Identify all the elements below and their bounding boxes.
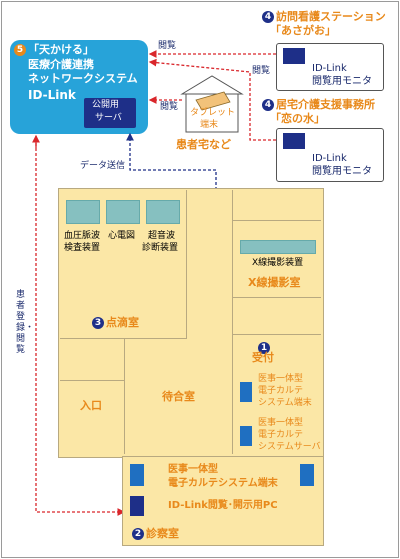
care-title2: 「恋の水」 — [270, 112, 325, 125]
exam-terminal-label2: 電子カルテシステム端末 — [168, 478, 278, 489]
nursing-monitor-box — [276, 43, 384, 91]
drip-num-badge: 3 — [92, 317, 104, 329]
ehr-server-label1: 医事一体型 — [258, 418, 304, 428]
view-label-3: 閲覧 — [160, 102, 179, 112]
entrance-room — [60, 338, 125, 454]
ehr-terminal-label2: 電子カルテ — [258, 386, 304, 396]
exam-terminal-label1: 医事一体型 — [168, 464, 218, 475]
hub-line4: ID-Link — [28, 88, 76, 102]
ehr-terminal-label3: システム端末 — [258, 398, 312, 408]
ecg-device-label: 心電図 — [108, 231, 136, 241]
ultrasound-label1: 超音波 — [148, 231, 176, 241]
right-corridor-wall — [232, 190, 233, 220]
ehr-terminal — [240, 382, 252, 402]
care-num-badge: 4 — [262, 99, 274, 111]
register-label: 患者登録・閲覧 — [16, 290, 35, 355]
entrance-label: 入口 — [80, 399, 102, 412]
hub-line2: 医療介護連携 — [28, 58, 94, 71]
exam-room-name: 診察室 — [146, 527, 179, 540]
exam-pc-label: ID-Link閲覧･開示用PC — [168, 500, 278, 511]
exam-pc — [130, 496, 144, 516]
tablet-label1: タブレット — [190, 108, 236, 118]
ehr-terminal-label1: 医事一体型 — [258, 374, 304, 384]
ecg-device — [106, 200, 140, 224]
care-name: 居宅介護支援事務所 — [276, 98, 375, 111]
drip-room-name: 点滴室 — [106, 316, 139, 329]
nursing-num-badge: 4 — [262, 11, 274, 23]
hub-title: 5「天かける」 — [14, 43, 94, 57]
patient-home-label: 患者宅など — [176, 138, 231, 151]
view-label-1: 閲覧 — [158, 41, 177, 51]
ehr-server — [240, 426, 252, 446]
nursing-name: 訪問看護ステーション — [276, 10, 386, 23]
hub-line3: ネットワークシステム — [28, 72, 138, 85]
reception-num: 1 — [258, 338, 272, 356]
public-server-line1: 公開用 — [92, 100, 120, 110]
data-send-label: データ送信 — [80, 161, 126, 171]
house-icon — [180, 75, 244, 133]
xray-device-label: X線撮影装置 — [252, 258, 304, 268]
bp-device-label1: 血圧脈波 — [64, 231, 101, 241]
reception-room — [232, 334, 321, 454]
hub-line1: 「天かける」 — [28, 43, 94, 56]
xray-device — [240, 240, 316, 254]
ultrasound-label2: 診断装置 — [142, 243, 179, 253]
waiting-room-label: 待合室 — [162, 390, 195, 403]
nursing-monitor-label2: 閲覧用モニタ — [312, 76, 372, 87]
nursing-monitor-label1: ID-Link — [312, 63, 347, 74]
nursing-title2: 「あさがお」 — [270, 24, 336, 37]
equipment-room — [60, 190, 187, 339]
care-monitor-box — [276, 128, 384, 182]
entrance-wall — [60, 380, 124, 381]
ehr-server-label3: システムサーバ — [258, 442, 321, 452]
care-monitor — [283, 133, 305, 149]
exam-terminal-left — [130, 464, 144, 486]
care-monitor-label1: ID-Link — [312, 153, 347, 164]
exam-room — [122, 456, 324, 546]
reception-num-badge: 1 — [258, 341, 270, 354]
reception-label: 受付 — [252, 351, 274, 364]
public-server — [84, 98, 136, 128]
care-monitor-label2: 閲覧用モニタ — [312, 166, 372, 177]
small-room — [232, 296, 321, 335]
tablet-label2: 端末 — [200, 120, 219, 130]
ultrasound-device — [146, 200, 180, 224]
view-label-2: 閲覧 — [252, 66, 271, 76]
xray-room-label: X線撮影室 — [248, 276, 301, 289]
hub-num-badge: 5 — [14, 44, 26, 56]
exam-terminal-right — [300, 464, 314, 486]
bp-device — [66, 200, 100, 224]
exam-num-badge: 2 — [132, 528, 144, 540]
public-server-line2: サーバ — [95, 113, 122, 123]
bp-device-label2: 検査装置 — [64, 243, 101, 253]
nursing-monitor — [283, 48, 305, 64]
xray-room — [232, 220, 321, 298]
ehr-server-label2: 電子カルテ — [258, 430, 304, 440]
